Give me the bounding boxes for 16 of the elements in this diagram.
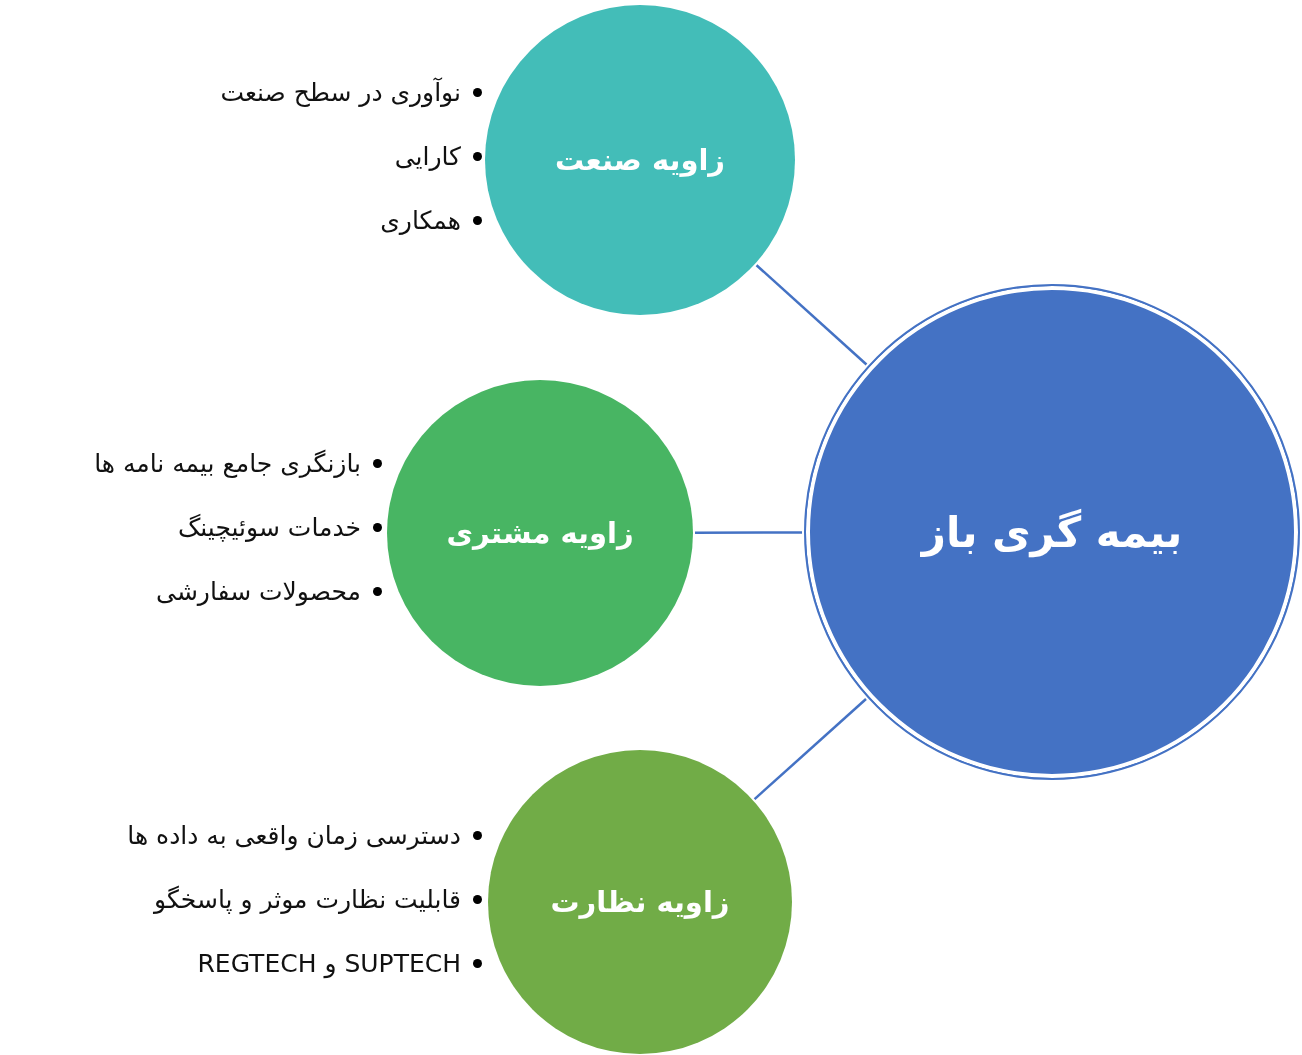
connector-line	[753, 698, 867, 801]
connector-line	[695, 531, 802, 534]
list-item: کارایی	[394, 141, 461, 171]
node-title: زاویه مشتری	[446, 516, 634, 550]
node-title: زاویه صنعت	[554, 143, 726, 177]
list-item: SUPTECH و REGTECH	[197, 948, 461, 978]
list-item: خدمات سوئیچینگ	[177, 512, 361, 542]
node-title: بیمه گری باز	[921, 507, 1183, 557]
list-item: دسترسی زمان واقعی به داده ها	[127, 820, 461, 850]
connector-line	[755, 264, 868, 366]
list-item: نوآوری در سطح صنعت	[220, 77, 461, 107]
list-item: قابلیت نظارت موثر و پاسخگو	[154, 884, 461, 914]
list-item: بازنگری جامع بیمه نامه ها	[94, 448, 361, 478]
list-item: همکاری	[380, 205, 461, 235]
node-title: زاویه نظارت	[550, 885, 730, 919]
list-item: محصولات سفارشی	[156, 576, 361, 606]
